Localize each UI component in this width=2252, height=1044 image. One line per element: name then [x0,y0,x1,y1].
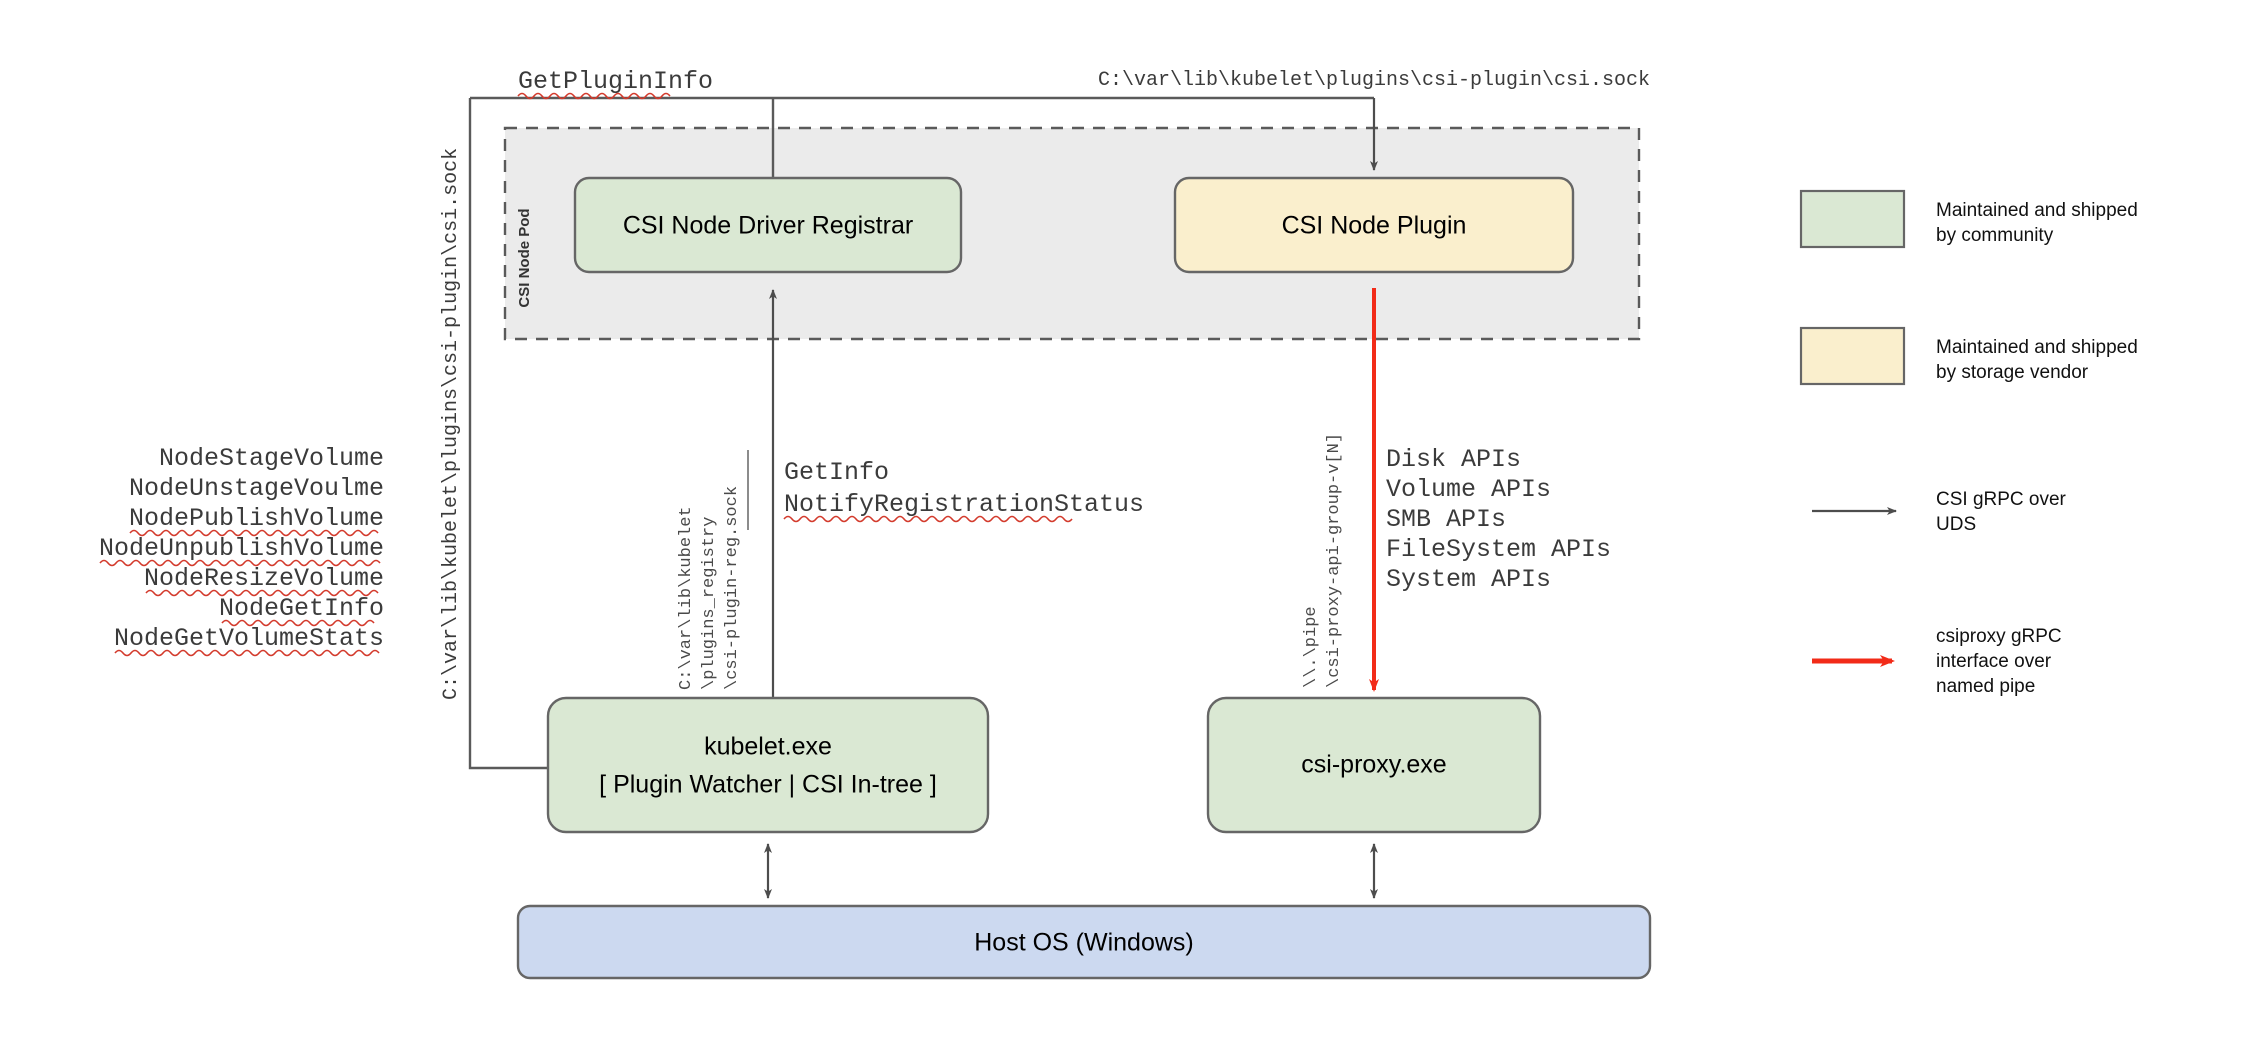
legend-label-community-line1: Maintained and shipped [1936,200,2138,221]
proxy-api-item: FileSystem APIs [1386,535,1611,564]
proxy-api-item: Volume APIs [1386,475,1551,504]
box-csi-node-driver-registrar[interactable]: CSI Node Driver Registrar [573,176,963,274]
proxy-api-list: Disk APIs Volume APIs SMB APIs FileSyste… [1386,445,1611,594]
spell-underline [114,649,380,657]
spell-underline [145,589,379,597]
box-host-os[interactable]: Host OS (Windows) [516,904,1652,980]
legend-item-storage-vendor: Maintained and shipped by storage vendor [1799,326,2138,386]
csi-node-pod-label: CSI Node Pod [516,208,533,307]
legend: Maintained and shipped by community Main… [1799,189,2138,697]
label-pipe-path-line1: \\.\pipe [1302,606,1321,688]
spell-underline [99,559,381,567]
spell-underline [129,529,379,537]
label-csi-sock-path-left: C:\var\lib\kubelet\plugins\csi-plugin\cs… [440,148,463,700]
label-registry-path-line3: \csi-plugin-reg.sock [723,486,742,690]
node-api-item: NodeGetInfo [219,594,384,623]
legend-item-community: Maintained and shipped by community [1799,189,2138,249]
box-csi-proxy-exe-label: csi-proxy.exe [1301,751,1446,779]
node-api-item: NodeResizeVolume [144,564,384,593]
legend-label-community-line2: by community [1936,225,2054,246]
proxy-api-item: Disk APIs [1386,445,1521,474]
box-csi-node-plugin-label: CSI Node Plugin [1282,212,1467,240]
getplugininfo-route [468,96,1374,770]
spell-underline-notifyregistrationstatus [783,515,1073,523]
box-kubelet-exe-label-line1: kubelet.exe [704,733,832,761]
label-notifyregistrationstatus: NotifyRegistrationStatus [784,490,1144,519]
legend-label-pipe-line3: named pipe [1936,676,2035,697]
box-csi-node-driver-registrar-label: CSI Node Driver Registrar [623,212,913,240]
node-api-item: NodeGetVolumeStats [114,624,384,653]
legend-swatch-yellow [1799,326,1906,386]
label-getinfo: GetInfo [784,458,889,487]
legend-label-vendor-line1: Maintained and shipped [1936,337,2138,358]
box-csi-node-plugin[interactable]: CSI Node Plugin [1173,176,1575,274]
node-api-item: NodeStageVolume [159,444,384,473]
label-registry-path-line1: C:\var\lib\kubelet [677,506,696,690]
node-api-list: NodeStageVolume NodeUnstageVoulme NodePu… [99,444,384,657]
legend-item-csiproxy-named-pipe: csiproxy gRPC interface over named pipe [1812,626,2062,697]
label-getplugininfo: GetPluginInfo [518,67,713,96]
proxy-api-item: SMB APIs [1386,505,1506,534]
label-csi-sock-path-top: C:\var\lib\kubelet\plugins\csi-plugin\cs… [1098,69,1650,92]
legend-label-vendor-line2: by storage vendor [1936,362,2089,383]
legend-label-pipe-line1: csiproxy gRPC [1936,626,2062,647]
legend-item-csi-grpc-uds: CSI gRPC over UDS [1812,489,2067,535]
legend-swatch-green [1799,189,1906,249]
spell-underline [221,619,375,627]
node-api-item: NodePublishVolume [129,504,384,533]
node-api-item: NodeUnpublishVolume [99,534,384,563]
box-kubelet-exe-label-line2: [ Plugin Watcher | CSI In-tree ] [599,771,937,799]
legend-label-pipe-line2: interface over [1936,651,2052,672]
label-registry-path-line2: \plugins_registry [700,517,719,690]
label-pipe-path-line2: \csi-proxy-api-group-v[N] [1325,433,1344,688]
node-api-item: NodeUnstageVoulme [129,474,384,503]
proxy-api-item: System APIs [1386,565,1551,594]
box-csi-proxy-exe[interactable]: csi-proxy.exe [1206,696,1542,834]
box-host-os-label: Host OS (Windows) [974,929,1193,957]
legend-label-uds-line1: CSI gRPC over [1936,489,2067,510]
spell-underline-getplugininfo [517,92,671,100]
legend-label-uds-line2: UDS [1936,514,1976,535]
box-kubelet-exe[interactable]: kubelet.exe [ Plugin Watcher | CSI In-tr… [546,696,990,834]
